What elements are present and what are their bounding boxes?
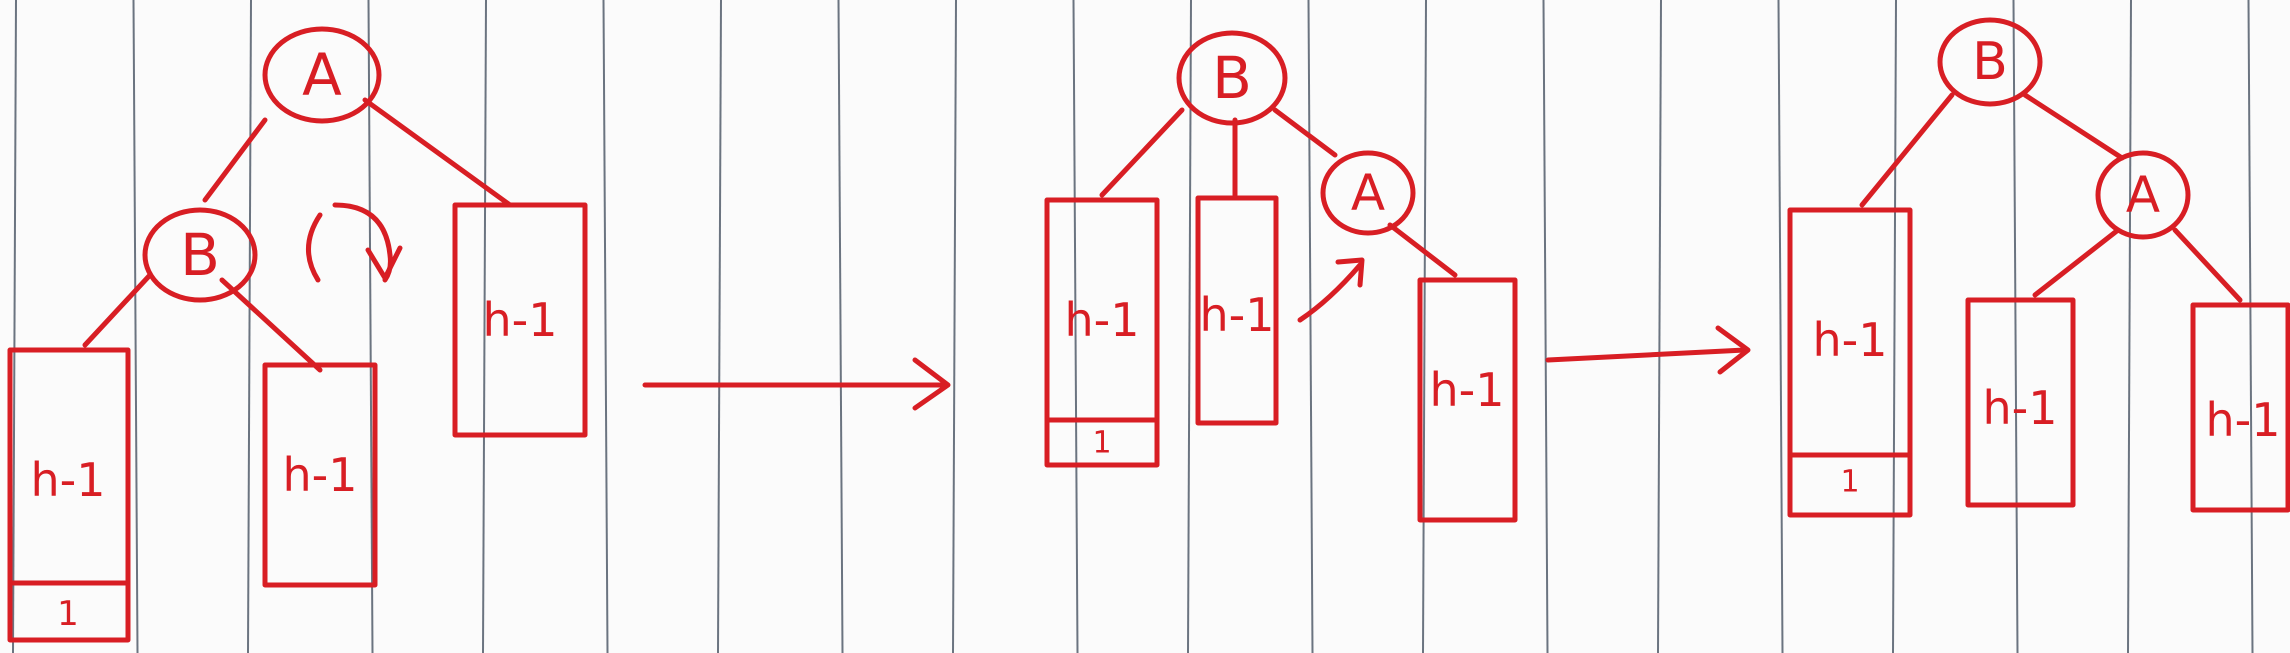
subtree-middle <box>1965 297 2076 508</box>
rotation-arrow-head <box>365 245 403 281</box>
stage-2-tree: B A h-1 1 h-1 h-1 <box>1044 30 1518 523</box>
node-a <box>1320 150 1416 236</box>
rule-line <box>1072 0 1079 653</box>
rule-line <box>952 0 957 653</box>
subtree-left-extra-label: 1 <box>1092 426 1111 461</box>
rule-line <box>1892 0 1897 653</box>
node-a-label: A <box>1351 164 1385 222</box>
move-arrow-head <box>1335 257 1365 288</box>
edge-b-middle-subtree <box>219 277 323 373</box>
edge-b-left-subtree <box>1099 107 1185 198</box>
subtree-left-label: h-1 <box>1064 293 1139 347</box>
rule-line <box>602 0 609 653</box>
subtree-middle-label: h-1 <box>1982 381 2057 435</box>
node-a-label: A <box>2126 166 2160 224</box>
subtree-left-extra-label: 1 <box>57 594 79 634</box>
rule-line <box>132 0 139 653</box>
subtree-middle <box>1195 195 1279 426</box>
node-b-label: B <box>180 221 220 289</box>
subtree-left <box>1044 197 1160 468</box>
edge-a-b <box>202 117 268 203</box>
subtree-middle-label: h-1 <box>282 448 357 502</box>
rule-line <box>1542 0 1549 653</box>
rule-line <box>1422 0 1427 653</box>
subtree-right-label: h-1 <box>482 293 557 347</box>
stage-3-tree: B A h-1 1 h-1 h-1 <box>1787 17 2290 518</box>
subtree-right <box>452 202 588 438</box>
stage-1-tree: A B h-1 1 h-1 h-1 <box>7 26 588 643</box>
transition-arrow-2 <box>1545 325 1751 375</box>
node-b-label: B <box>1972 32 2008 92</box>
subtree-left-label: h-1 <box>1812 313 1887 367</box>
rule-line <box>247 0 252 653</box>
transition-arrow-1 <box>642 357 951 411</box>
rule-line <box>1307 0 1314 653</box>
subtree-right <box>1417 277 1518 523</box>
node-b <box>1176 30 1288 126</box>
subtree-left <box>7 347 131 643</box>
subtree-right <box>2190 302 2290 513</box>
rule-line <box>2012 0 2019 653</box>
node-b-label: B <box>1212 44 1252 112</box>
edge-b-a <box>2022 92 2125 161</box>
subtree-middle <box>262 362 378 588</box>
node-b <box>142 207 258 303</box>
rule-line <box>367 0 374 653</box>
subtree-right-label: h-1 <box>2205 393 2280 447</box>
edge-a-right-subtree <box>362 97 513 208</box>
edge-b-a <box>1272 107 1338 158</box>
edge-b-left-subtree <box>82 272 153 348</box>
rule-line <box>1187 0 1192 653</box>
subtree-right-label: h-1 <box>1429 363 1504 417</box>
node-a <box>262 26 382 124</box>
node-a <box>2095 150 2191 240</box>
rule-line <box>12 0 17 653</box>
rule-line <box>1657 0 1662 653</box>
subtree-middle-label: h-1 <box>1199 288 1274 342</box>
rule-line <box>2247 0 2254 653</box>
edge-a-right-subtree <box>2172 227 2243 303</box>
edge-a-right-subtree <box>1387 222 1458 278</box>
edge-a-middle-subtree <box>2032 227 2121 298</box>
node-b <box>1937 17 2043 107</box>
subtree-left-label: h-1 <box>30 453 105 507</box>
rule-line <box>1777 0 1784 653</box>
rule-line <box>717 0 722 653</box>
node-a-label: A <box>302 41 342 109</box>
subtree-left <box>1787 207 1913 518</box>
rule-line <box>482 0 487 653</box>
rule-line <box>2127 0 2132 653</box>
edge-b-left-subtree <box>1859 92 1955 208</box>
subtree-left-extra-label: 1 <box>1840 465 1859 500</box>
rule-line <box>837 0 844 653</box>
move-arrow <box>1297 262 1363 323</box>
